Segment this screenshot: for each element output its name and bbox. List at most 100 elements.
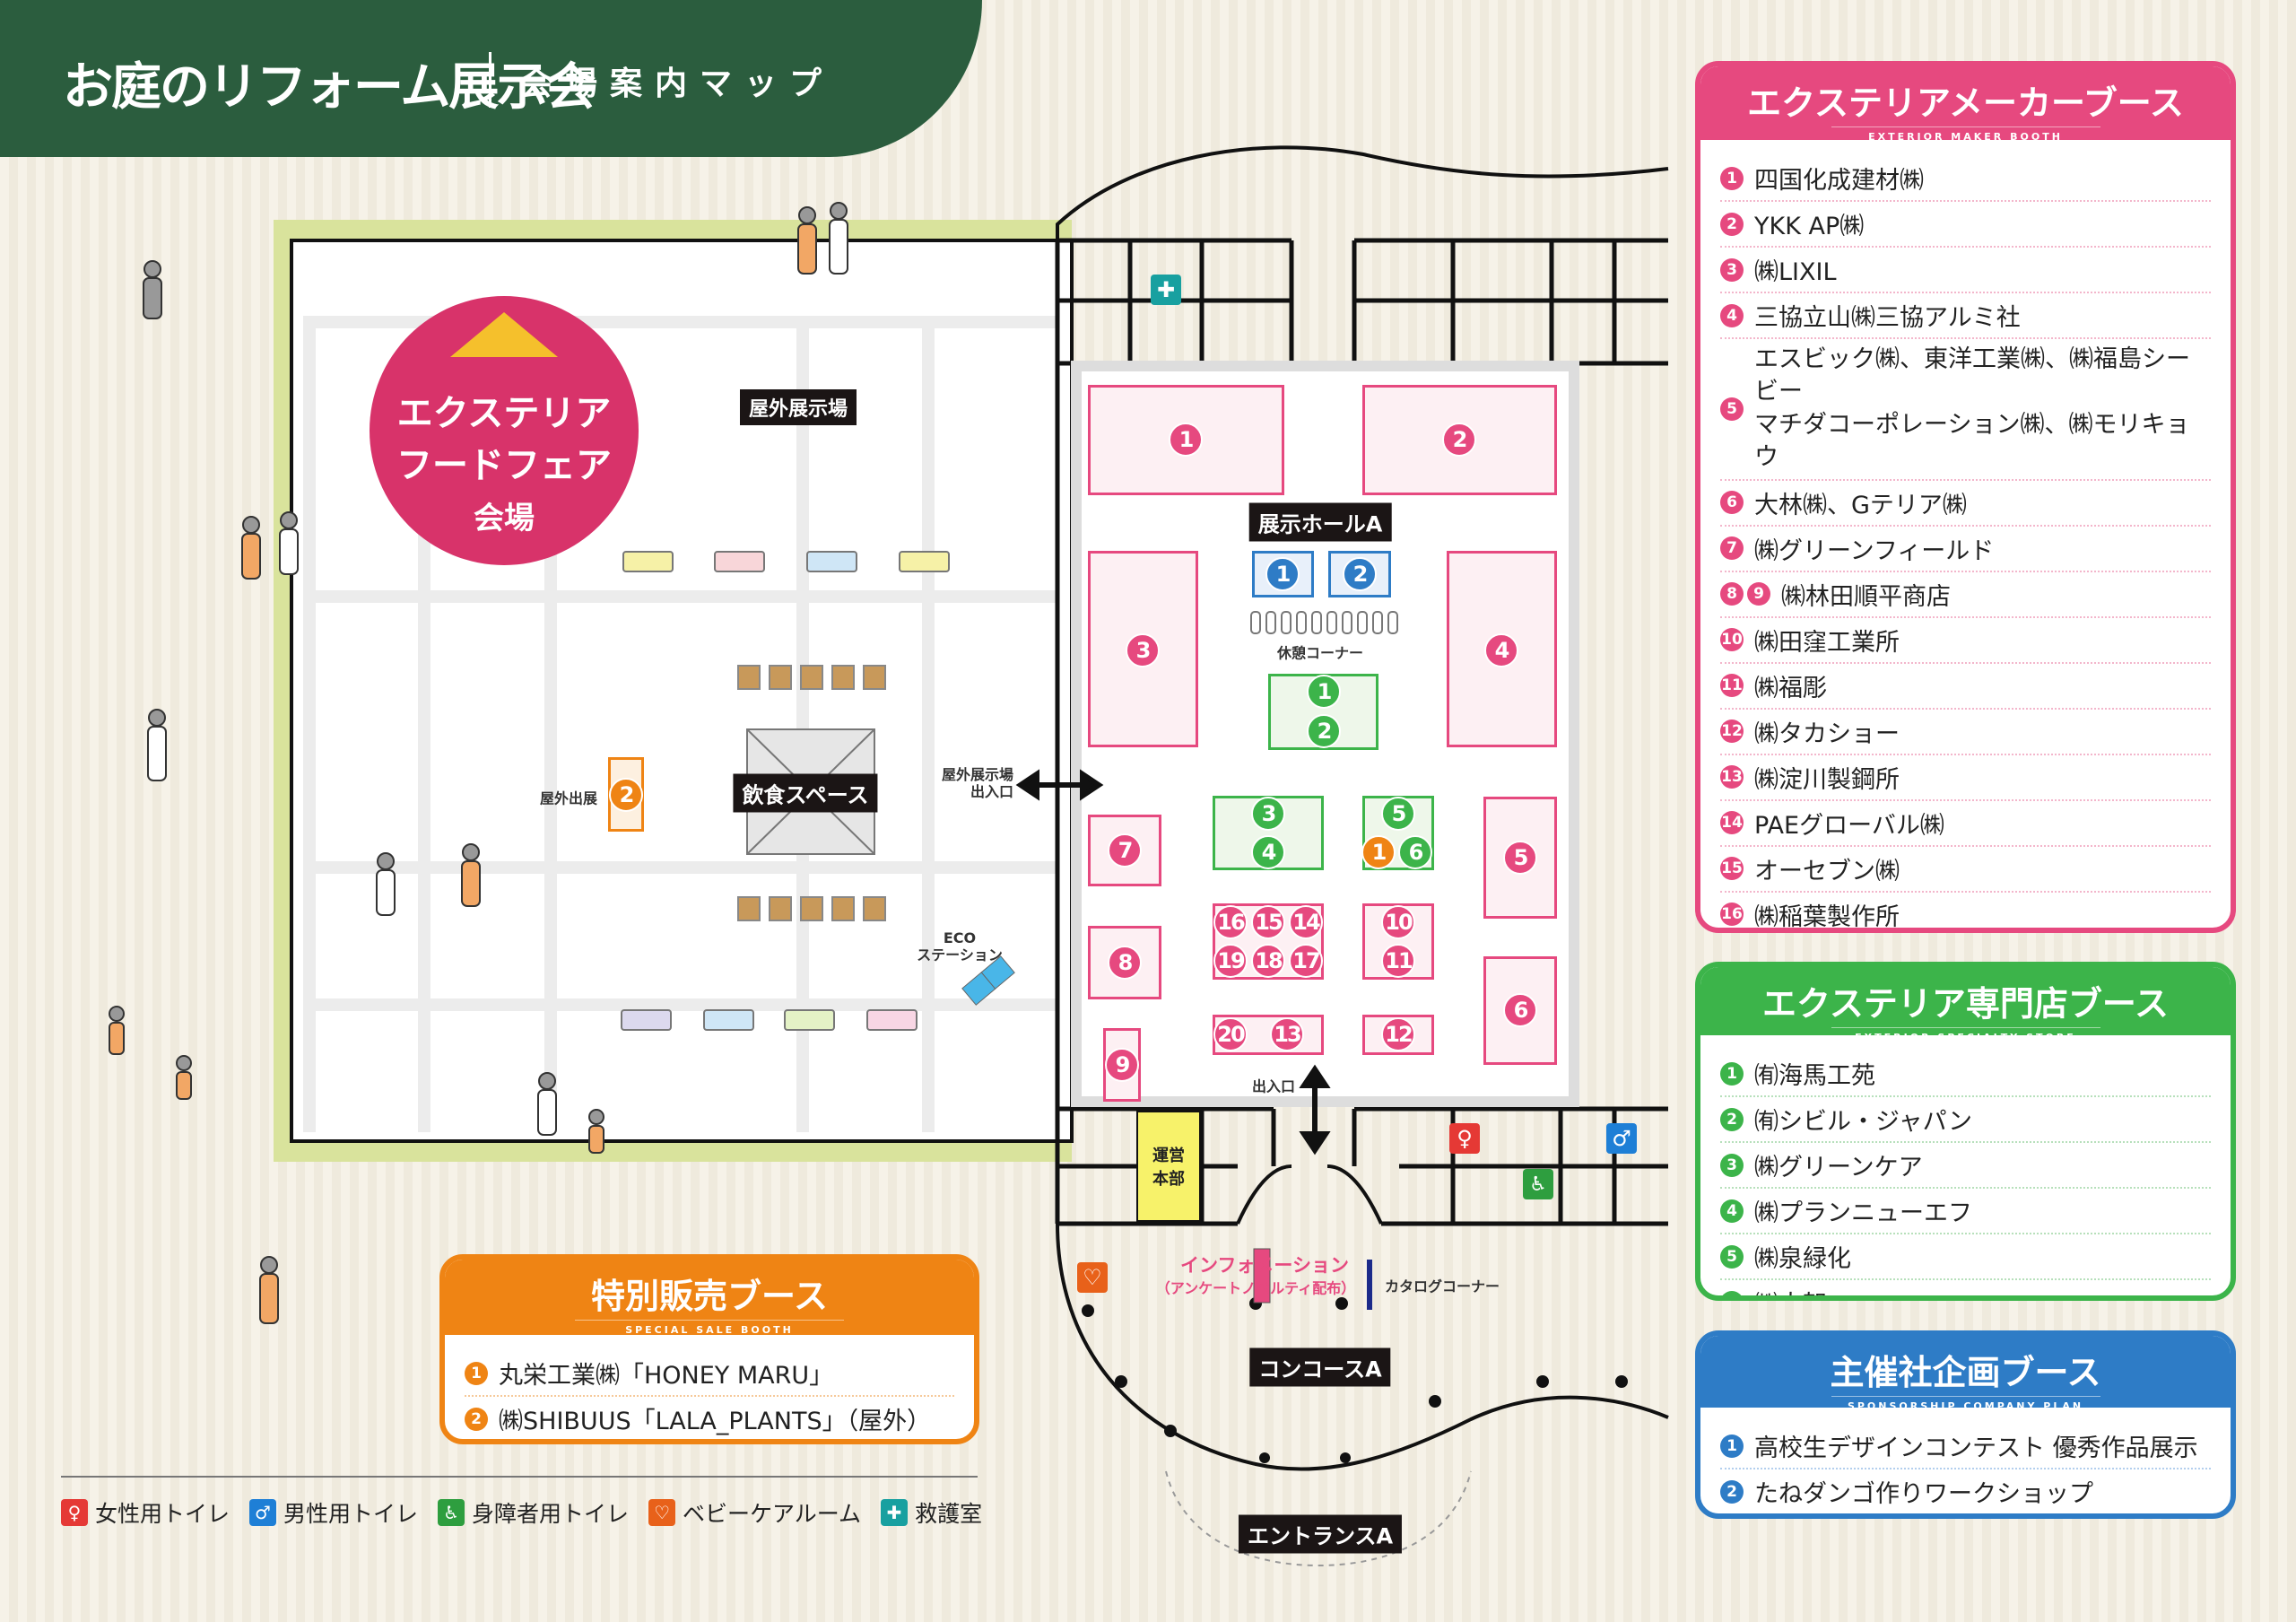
female-toilet-icon: ♀: [1449, 1123, 1480, 1154]
list-item: 16 ㈱稲葉製作所: [1720, 893, 2211, 931]
dining-space-label: 飲食スペース: [733, 773, 878, 813]
legend-item: ♂男性用トイレ: [249, 1496, 418, 1529]
legend-label: ベビーケアルーム: [683, 1501, 862, 1527]
entrance-a-label: エントランスA: [1238, 1514, 1403, 1554]
list-item: 5㈱泉緑化: [1720, 1234, 2211, 1280]
specialty-booth-panel: エクステリア専門店ブース EXTERIOR SPECIALTY STORE BOO…: [1695, 962, 2236, 1301]
list-item: 13㈱淀川製鋼所: [1720, 755, 2211, 801]
dining-tables: [737, 665, 886, 921]
sponsor-booth-number: 2: [1343, 557, 1377, 591]
number-badge: 9: [1747, 582, 1770, 606]
outdoor-area-label: 屋外展示場: [739, 389, 857, 425]
page-title: お庭のリフォーム展示会: [63, 58, 596, 117]
item-name: エスビック㈱、東洋工業㈱、㈱福島シービーマチダコーポレーション㈱、㈱モリキョウ: [1754, 344, 2211, 475]
item-name: 三協立山㈱三協アルミ社: [1754, 304, 2021, 332]
rest-corner-label: 休憩コーナー: [1276, 644, 1364, 662]
maker-booth-number: 11: [1381, 944, 1415, 978]
number-badge: 1: [1720, 1434, 1744, 1458]
list-item: 1 四国化成建材㈱: [1720, 156, 2211, 202]
food-fair-line3: 会場: [474, 501, 535, 536]
panel-subtitle: SPECIAL SALE BOOTH: [575, 1320, 844, 1336]
number-badge: 5: [1720, 397, 1744, 421]
baby-care-icon: ♡: [648, 1499, 676, 1526]
maker-booth-number: 8: [1108, 946, 1142, 980]
first-aid-icon: ✚: [1151, 275, 1181, 305]
number-badge: 15: [1720, 857, 1744, 881]
entrance-label: 出入口: [1251, 1077, 1296, 1095]
item-name: たねダンゴ作りワークショップ: [1754, 1480, 2093, 1508]
specialty-booth-number: 1: [1307, 675, 1341, 709]
entrance-arrow: [1299, 1064, 1331, 1155]
panel-subtitle: SPONSORSHIP COMPANY PLAN BOOTH: [1831, 1396, 2100, 1424]
number-badge: 6: [1720, 491, 1744, 515]
maker-booth-number: 10: [1381, 905, 1415, 939]
list-item: 4㈱プランニューエフ: [1720, 1189, 2211, 1234]
specialty-booth-number: 4: [1251, 835, 1285, 869]
outdoor-grid: [303, 316, 1057, 1132]
number-badge: 3: [1720, 1153, 1744, 1177]
accessible-toilet-icon: ♿: [1523, 1169, 1553, 1199]
maker-booth-number: 17: [1289, 944, 1323, 978]
number-badge: 4: [1720, 1199, 1744, 1223]
list-item: 15 オーセブン㈱: [1720, 847, 2211, 893]
food-fair-line1: エクステリア: [396, 393, 612, 434]
list-item: 10㈱田窪工業所: [1720, 618, 2211, 664]
food-fair-line2: フードフェア: [396, 445, 612, 486]
item-name: 高校生デザインコンテスト 優秀作品展示: [1754, 1435, 2198, 1462]
accessible-toilet-icon: ♿: [438, 1499, 465, 1526]
panel-title: エクステリア専門店ブース: [1762, 984, 2169, 1024]
number-badge: 2: [1720, 1479, 1744, 1504]
number-badge: 11: [1720, 674, 1744, 698]
number-badge: 2: [1720, 1107, 1744, 1131]
list-item: 2㈱SHIBUUS「LALA_PLANTS」（屋外）: [465, 1397, 954, 1439]
item-name: 四国化成建材㈱: [1754, 167, 1924, 195]
sponsor-booth-number: 1: [1265, 557, 1300, 591]
maker-booth-number: 6: [1503, 993, 1537, 1027]
panel-title: 主催社企画ブース: [1830, 1353, 2101, 1392]
item-name: PAEグローバル㈱: [1754, 811, 1944, 840]
legend-label: 女性用トイレ: [95, 1501, 230, 1527]
catalog-corner-label: カタログコーナー: [1384, 1278, 1500, 1295]
specialty-list: 1㈲海馬工苑2㈲シビル・ジャパン3㈱グリーンケア4㈱プランニューエフ5㈱泉緑化6…: [1700, 1035, 2231, 1295]
columns: [1082, 1297, 1628, 1463]
item-name: ㈱大架: [1754, 1285, 1827, 1295]
page-subtitle: 会場案内マップ: [520, 65, 835, 102]
number-badge: 8: [1720, 582, 1744, 606]
item-name: オーセブン㈱: [1754, 857, 1900, 885]
number-badge: 10: [1720, 628, 1744, 652]
panel-subtitle: EXTERIOR SPECIALTY STORE BOOTH: [1831, 1027, 2100, 1055]
hall-label: 展示ホールA: [1248, 502, 1392, 542]
legend-item: ♀ 女性用トイレ: [61, 1496, 230, 1529]
number-badge: 1: [465, 1361, 488, 1385]
catalog-rack: [1367, 1260, 1372, 1310]
operations-hq: 運営 本部: [1136, 1111, 1201, 1222]
number-badge: 1: [1720, 166, 1744, 190]
person-illustrations: [109, 202, 848, 1324]
legend-label: 身障者用トイレ: [472, 1501, 630, 1527]
maker-booth-number: 13: [1270, 1017, 1304, 1051]
male-toilet-icon: ♂: [249, 1499, 277, 1526]
maker-booth-number: 5: [1503, 841, 1537, 875]
item-name: YKK AP㈱: [1754, 213, 1865, 240]
item-name: ㈱淀川製鋼所: [1754, 765, 1900, 794]
legend-label: 救護室: [915, 1501, 983, 1527]
number-badge: 7: [1720, 536, 1744, 561]
maker-booth-number: 20: [1213, 1017, 1248, 1051]
list-item: 1 高校生デザインコンテスト 優秀作品展示: [1720, 1424, 2211, 1469]
item-name: ㈲シビル・ジャパン: [1754, 1108, 1972, 1136]
number-badge: 2: [1720, 212, 1744, 236]
number-badge: 16: [1720, 903, 1744, 927]
food-trucks: [621, 551, 950, 1031]
outdoor-entrance-arrow: [1015, 769, 1104, 801]
maker-booth-number: 14: [1289, 905, 1323, 939]
item-name: ㈱稲葉製作所: [1754, 903, 1900, 931]
female-toilet-icon: ♀: [61, 1499, 88, 1526]
list-item: 1㈲海馬工苑: [1720, 1051, 2211, 1097]
legend-item: ♡ ベビーケアルーム: [648, 1496, 861, 1529]
list-item: 11㈱福彫: [1720, 664, 2211, 710]
